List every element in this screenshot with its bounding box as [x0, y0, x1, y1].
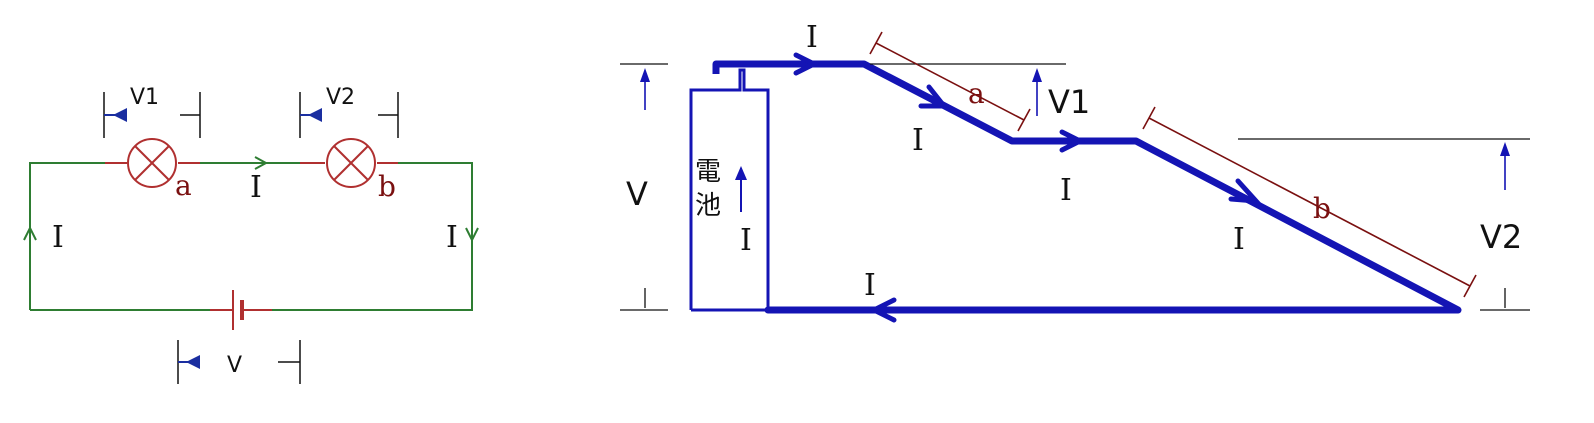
pd-v2-label: V2	[1480, 218, 1522, 256]
circuit-current-label-right: I	[446, 220, 458, 255]
lamp-a-bulb-icon	[127, 138, 177, 188]
circuit-lamp-a-label: a	[175, 169, 192, 202]
pd-v-total-label: V	[626, 175, 648, 213]
pd-current-label-battery: I	[740, 223, 752, 258]
path-arrow-middle-icon	[1059, 129, 1086, 153]
v1-arrow-icon	[1032, 68, 1042, 82]
voltage-arrowheads	[113, 108, 322, 369]
battery-box	[689, 68, 770, 310]
arrow-top-right-icon	[254, 156, 269, 170]
battery-inner-arrow-icon	[735, 166, 747, 180]
pd-current-label-slope-a: I	[912, 123, 924, 158]
path-arrow-slope-a-icon	[918, 84, 950, 109]
circuit-current-label-left: I	[52, 220, 64, 255]
lamp-a	[105, 138, 200, 188]
pd-v1-label: V1	[1048, 83, 1090, 121]
arrow-right-down-icon	[465, 227, 479, 243]
path-arrow-bottom-icon	[868, 297, 897, 323]
lamp-b-bulb-icon	[326, 138, 376, 188]
pd-battery-label-line2: 池	[695, 191, 721, 221]
circuit-lamp-b-label: b	[378, 170, 396, 203]
segment-markers	[869, 31, 1477, 298]
segment-a-line	[875, 42, 1025, 121]
pd-segment-b-label: b	[1313, 192, 1331, 225]
pd-current-label-middle: I	[1060, 173, 1072, 208]
lamp-b	[300, 138, 398, 188]
circuit-v-label: V	[227, 353, 242, 378]
v-arrow-icon	[186, 355, 200, 369]
segment-b-line	[1148, 117, 1471, 287]
v-total-arrow-icon	[640, 68, 650, 82]
path-arrow-top-icon	[793, 52, 820, 76]
circuit-v2-label: V2	[326, 85, 355, 110]
path-arrow-slope-b-icon	[1228, 178, 1263, 204]
pd-current-label-bottom: I	[864, 268, 876, 303]
series-circuit: V1 V2 V a b I I I	[23, 85, 479, 384]
battery-symbol-icon	[210, 290, 272, 330]
voltage-brackets	[103, 92, 399, 384]
circuit-v1-label: V1	[130, 85, 159, 110]
pd-current-label-slope-b: I	[1233, 222, 1245, 257]
pd-current-label-top: I	[806, 20, 818, 55]
v2-arrow-icon	[1500, 142, 1510, 156]
v2-arrow-icon	[308, 108, 322, 122]
potential-diagram: I I I I I I 電 池 a b V V1 V2	[620, 20, 1530, 323]
v1-arrow-icon	[113, 108, 127, 122]
path-arrowheads	[793, 52, 1263, 323]
pd-battery-label-line1: 電	[695, 157, 721, 187]
arrow-left-up-icon	[23, 225, 37, 241]
circuit-current-label-top: I	[250, 170, 262, 205]
pd-segment-a-label: a	[968, 77, 985, 110]
circuit-current-arrows	[23, 156, 479, 243]
reference-lines	[620, 63, 1530, 311]
wire-right	[245, 162, 473, 311]
wire-left-top	[29, 162, 127, 310]
